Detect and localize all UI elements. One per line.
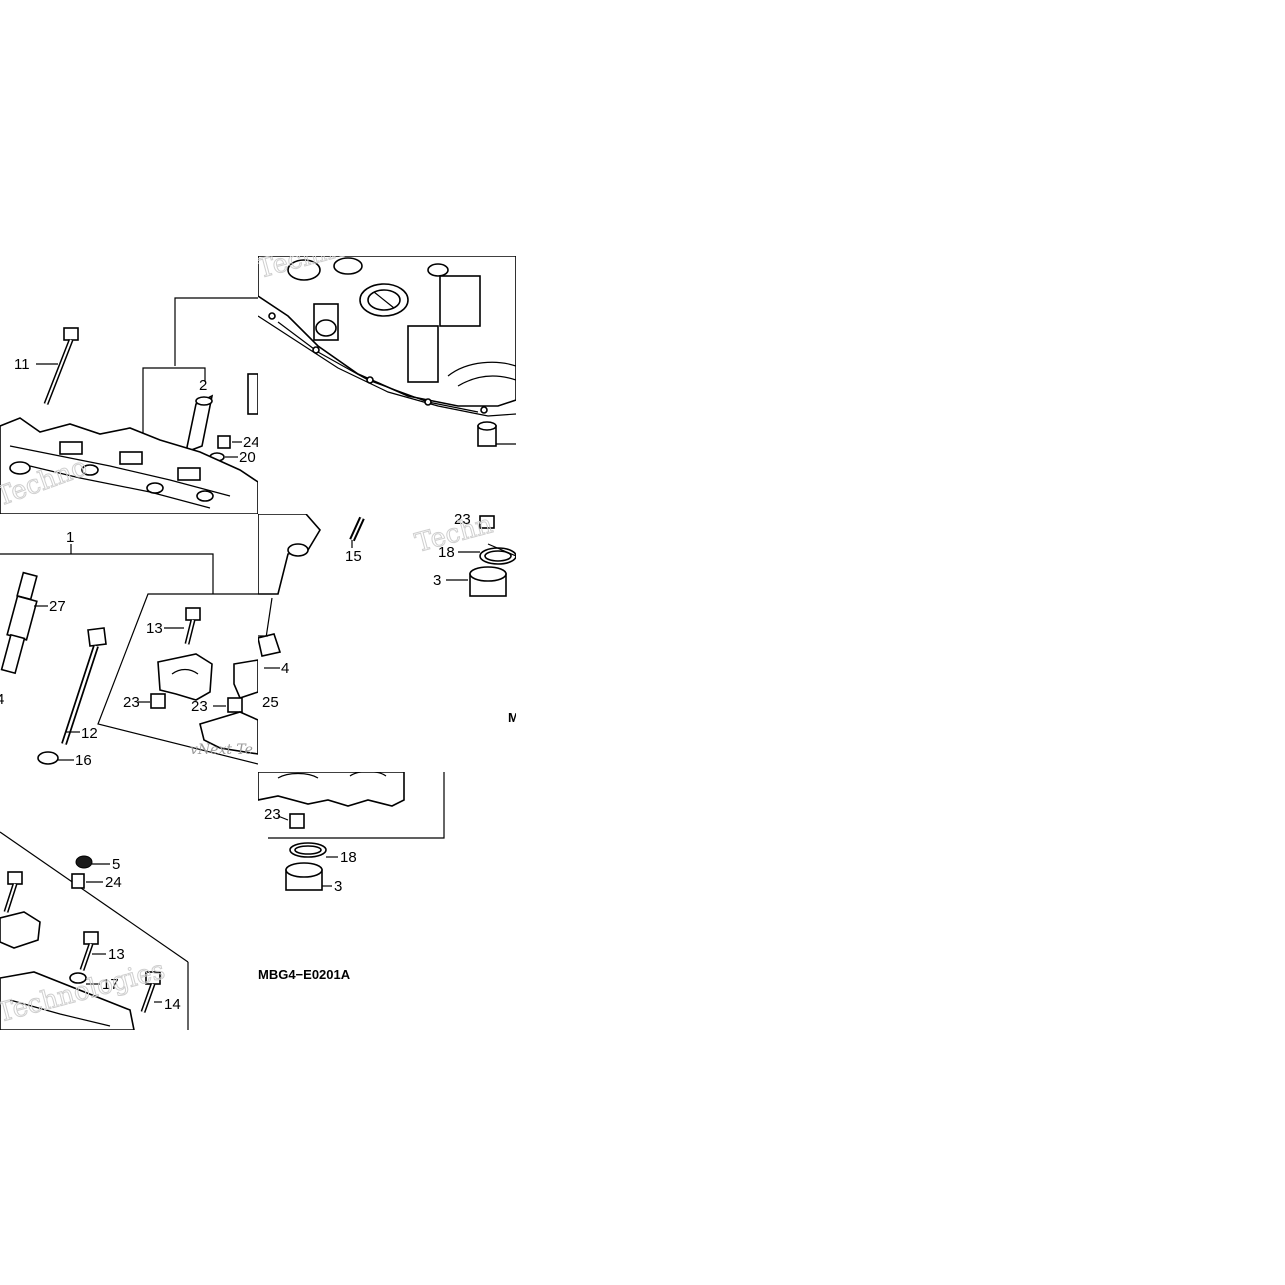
group-box-bottom <box>268 772 445 839</box>
valve-guide-assembly <box>258 514 321 657</box>
diagram-tile-middle-left: 1 27 4 12 16 13 <box>0 514 258 772</box>
dowel-part-23-top <box>479 515 495 529</box>
cylinder-head-lower-right-drawing: 23 18 3 MBG4−E0201A <box>258 772 445 982</box>
callout-2: 2 <box>199 377 207 394</box>
callout-14: 14 <box>164 996 181 1013</box>
cylinder-head-casting <box>0 417 258 514</box>
collar-part-24-bottom <box>71 873 85 889</box>
callout-23-bottom: 23 <box>264 806 281 823</box>
cylinder-head-top-right-drawing: Technologies <box>258 256 516 447</box>
callout-3-bottom: 3 <box>334 878 342 895</box>
rocker-arm-holder <box>0 911 41 949</box>
cylinder-head-middle-left-drawing: 1 27 4 12 16 13 <box>0 529 258 769</box>
nut-part-5 <box>75 855 110 869</box>
diagram-tile-lower-right: 23 18 3 MBG4−E0201A <box>258 772 516 1030</box>
callout-25: 25 <box>262 694 279 711</box>
leader-bracket-top <box>174 297 258 366</box>
cylinder-head-top-left-drawing: 11 2 24 20 Techno <box>0 297 258 514</box>
diagram-tile-bottom-left: 5 24 13 17 14 <box>0 772 192 1030</box>
camshaft-holder-block-right <box>233 659 258 699</box>
diagram-code: MBG4−E0201A <box>258 967 351 982</box>
bolt-part-14 <box>140 971 161 1013</box>
cylinder-head-middle-right-drawing: 15 23 18 3 13 4 25 M Techn <box>258 514 516 725</box>
washer-part-17 <box>69 972 87 984</box>
leader-23-bottom <box>277 815 289 821</box>
callout-18-bottom: 18 <box>340 849 357 866</box>
sleeve-part-2 <box>184 394 214 454</box>
callout-13-left: 13 <box>146 620 163 637</box>
bolt-part-13-bottom <box>79 931 99 971</box>
bolt-part-left-edge <box>3 871 23 913</box>
callout-27: 27 <box>49 598 66 615</box>
dowel-part-23-right <box>227 697 243 713</box>
callout-3: 3 <box>433 572 441 589</box>
callout-24: 24 <box>243 434 258 451</box>
diagram-tile-top-right: Technologies <box>258 256 516 514</box>
cylinder-head-edge-lower <box>0 971 135 1030</box>
camshaft-holder-lower <box>199 711 258 755</box>
collar-part-top-right <box>477 421 497 447</box>
callout-23-left: 23 <box>123 694 140 711</box>
cylinder-head-underside <box>258 256 516 417</box>
collar-part-3 <box>469 566 507 597</box>
callout-17: 17 <box>102 976 119 993</box>
bolt-part-13-left <box>184 607 201 645</box>
callout-23-top: 23 <box>454 514 471 528</box>
collar-part-24 <box>217 435 231 449</box>
callout-12: 12 <box>81 725 98 742</box>
spark-plug-part-27 <box>0 571 38 675</box>
group-box-outline <box>97 593 258 765</box>
callout-13-bottom: 13 <box>108 946 125 963</box>
collar-part-3-bottom <box>285 862 323 891</box>
callout-4-left: 4 <box>0 691 4 708</box>
bracket-edge <box>487 543 516 557</box>
callout-24-bottom: 24 <box>105 874 122 891</box>
diagram-tile-middle-right-top: 15 23 18 3 13 4 25 M Techn <box>258 514 516 772</box>
code-fragment: M <box>508 710 516 725</box>
watermark-vnext: vNext Te <box>190 742 253 758</box>
bolt-part-11 <box>43 327 79 405</box>
camshaft-holder-base <box>258 772 405 807</box>
spark-plug-tip <box>247 373 258 415</box>
callout-11: 11 <box>14 356 30 373</box>
callout-23-right: 23 <box>191 698 208 715</box>
callout-1: 1 <box>66 529 74 546</box>
bolt-part-12 <box>61 627 107 745</box>
cylinder-head-bottom-left-drawing: 5 24 13 17 14 <box>0 831 189 1030</box>
callout-15: 15 <box>345 548 362 565</box>
callout-20: 20 <box>239 449 256 466</box>
callout-5: 5 <box>112 856 120 873</box>
diagram-tile-top-left: 11 2 24 20 Techno <box>0 256 258 514</box>
camshaft-holder-block-left <box>157 653 213 701</box>
dowel-part-23-left <box>150 693 166 709</box>
group-box-left <box>0 831 189 963</box>
callout-16: 16 <box>75 752 92 769</box>
callout-18: 18 <box>438 544 455 561</box>
stud-part-15 <box>349 516 365 542</box>
callout-4: 4 <box>281 660 289 677</box>
washer-part-16 <box>37 751 59 765</box>
dowel-part-23-bottom <box>289 813 305 829</box>
